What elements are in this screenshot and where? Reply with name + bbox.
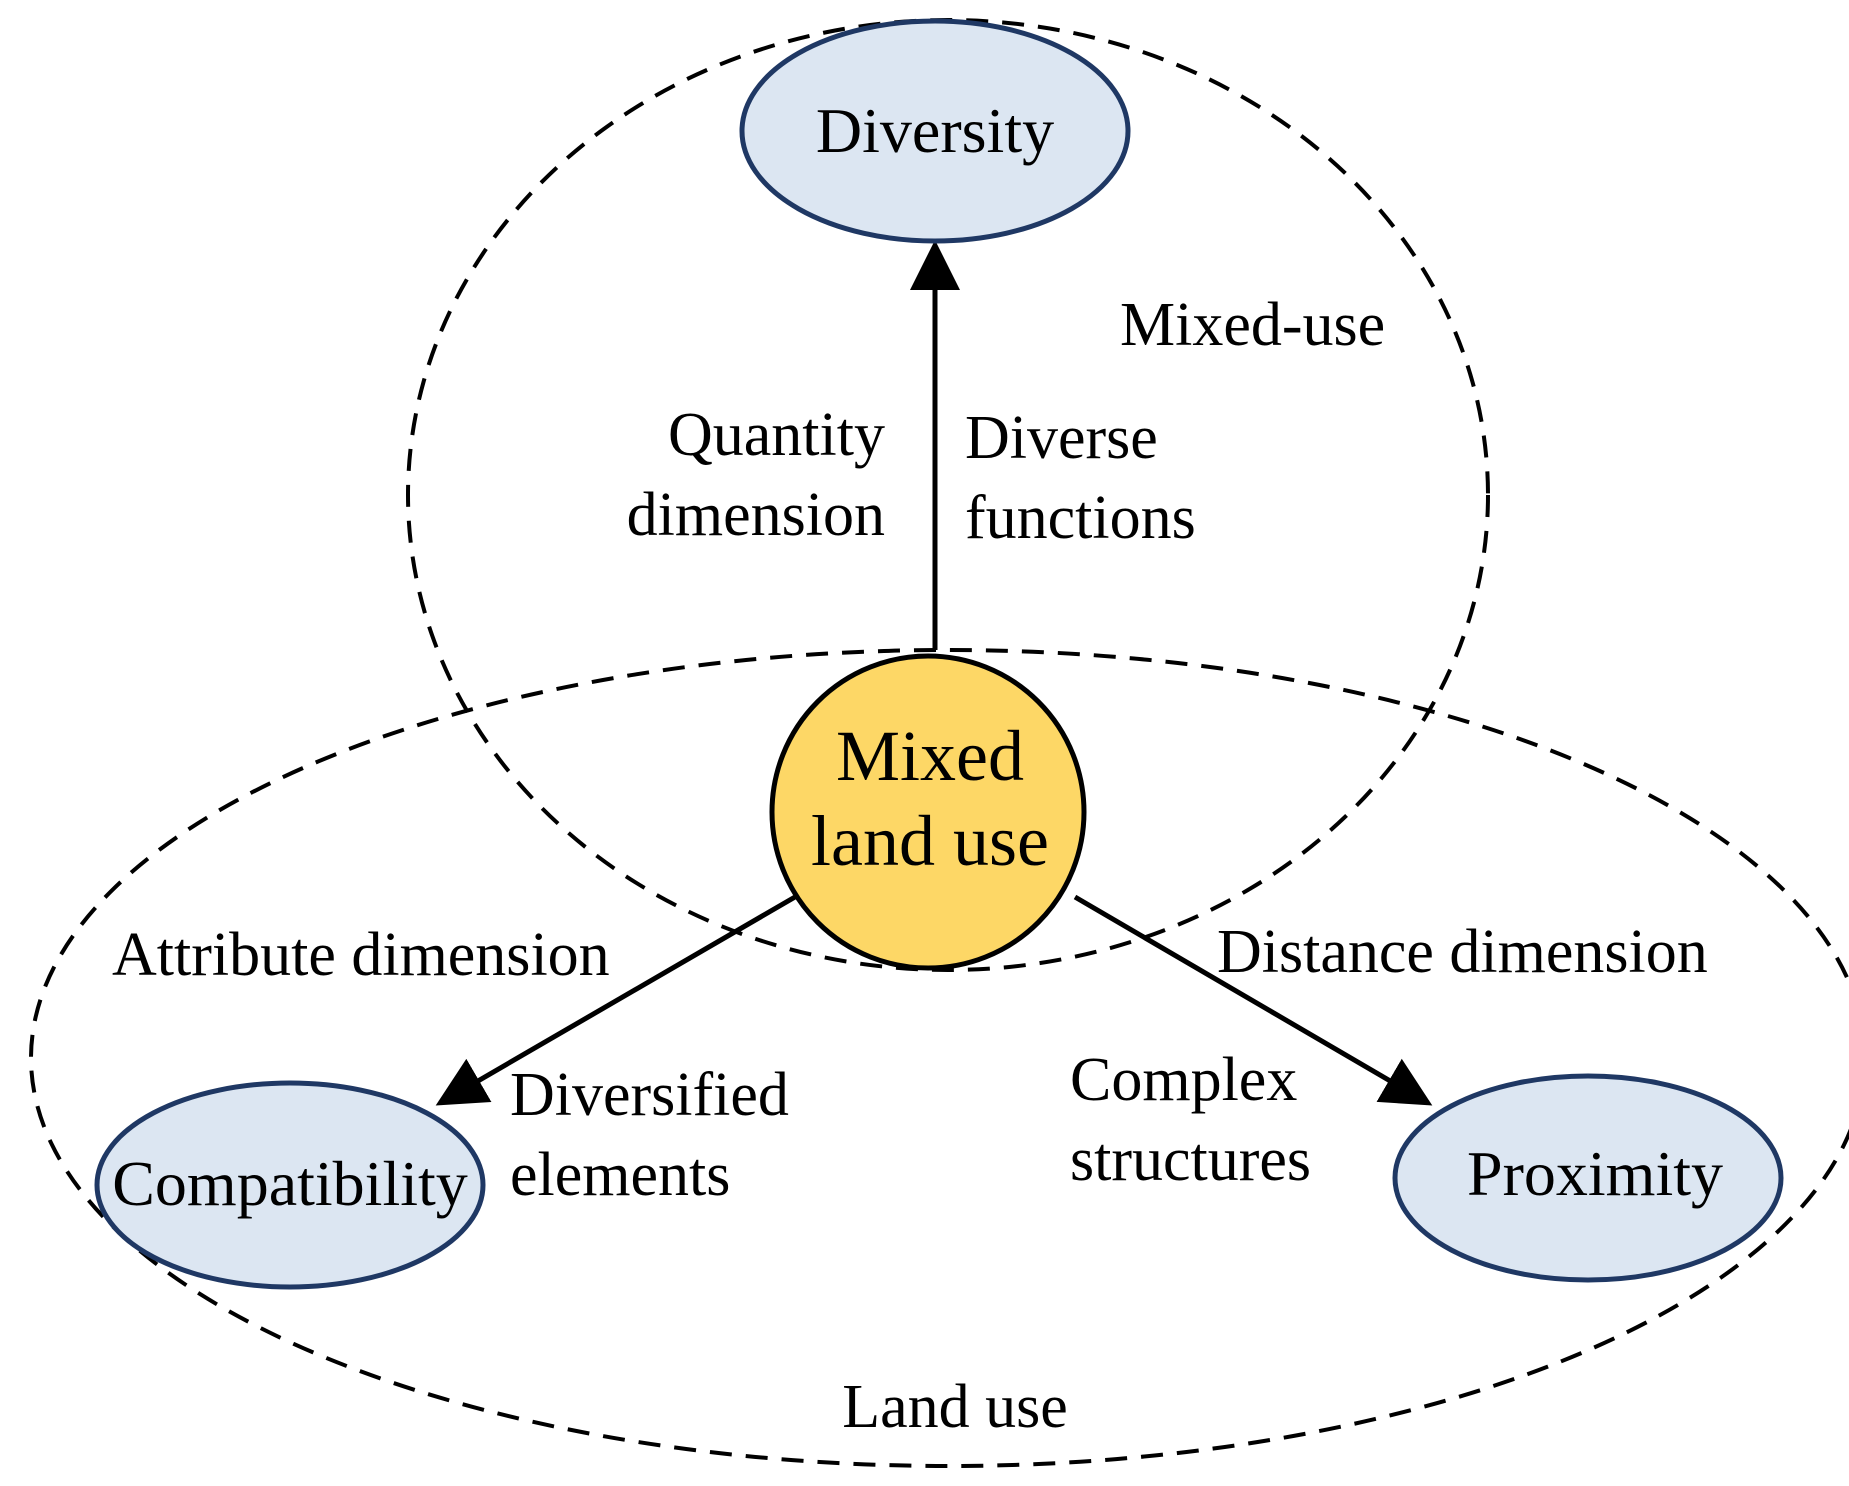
arrow-to-proximity [1073, 894, 1433, 1106]
mixed-land-use-node [769, 653, 1087, 971]
compatibility-node [94, 1080, 486, 1290]
diversified-elements-label-line1: Diversified [510, 1061, 789, 1129]
quantity-dimension-label-line1: Quantity [668, 401, 885, 469]
diversity-label: Diversity [816, 95, 1054, 166]
arrow-to-compatibility [435, 894, 797, 1106]
complex-structures-label-line2: structures [1070, 1126, 1311, 1194]
quantity-dimension-label-line2: dimension [627, 481, 885, 549]
compatibility-label: Compatibility [112, 1148, 468, 1219]
distance-dimension-label: Distance dimension [1217, 918, 1708, 986]
land-use-region-label: Land use [842, 1373, 1068, 1441]
proximity-node [1392, 1073, 1784, 1283]
diversified-elements-label-line2: elements [510, 1141, 730, 1209]
complex-structures-label-line1: Complex [1070, 1046, 1297, 1114]
diverse-functions-label-line2: functions [965, 484, 1196, 552]
mixed-use-region-label: Mixed-use [1120, 291, 1385, 359]
diverse-functions-label-line1: Diverse [965, 404, 1158, 472]
diversity-node [739, 18, 1131, 244]
proximity-label: Proximity [1467, 1138, 1723, 1209]
attribute-dimension-label: Attribute dimension [112, 921, 610, 989]
mixed-land-use-label-line2: land use [811, 801, 1049, 881]
mixed-land-use-label-line1: Mixed [836, 716, 1024, 796]
